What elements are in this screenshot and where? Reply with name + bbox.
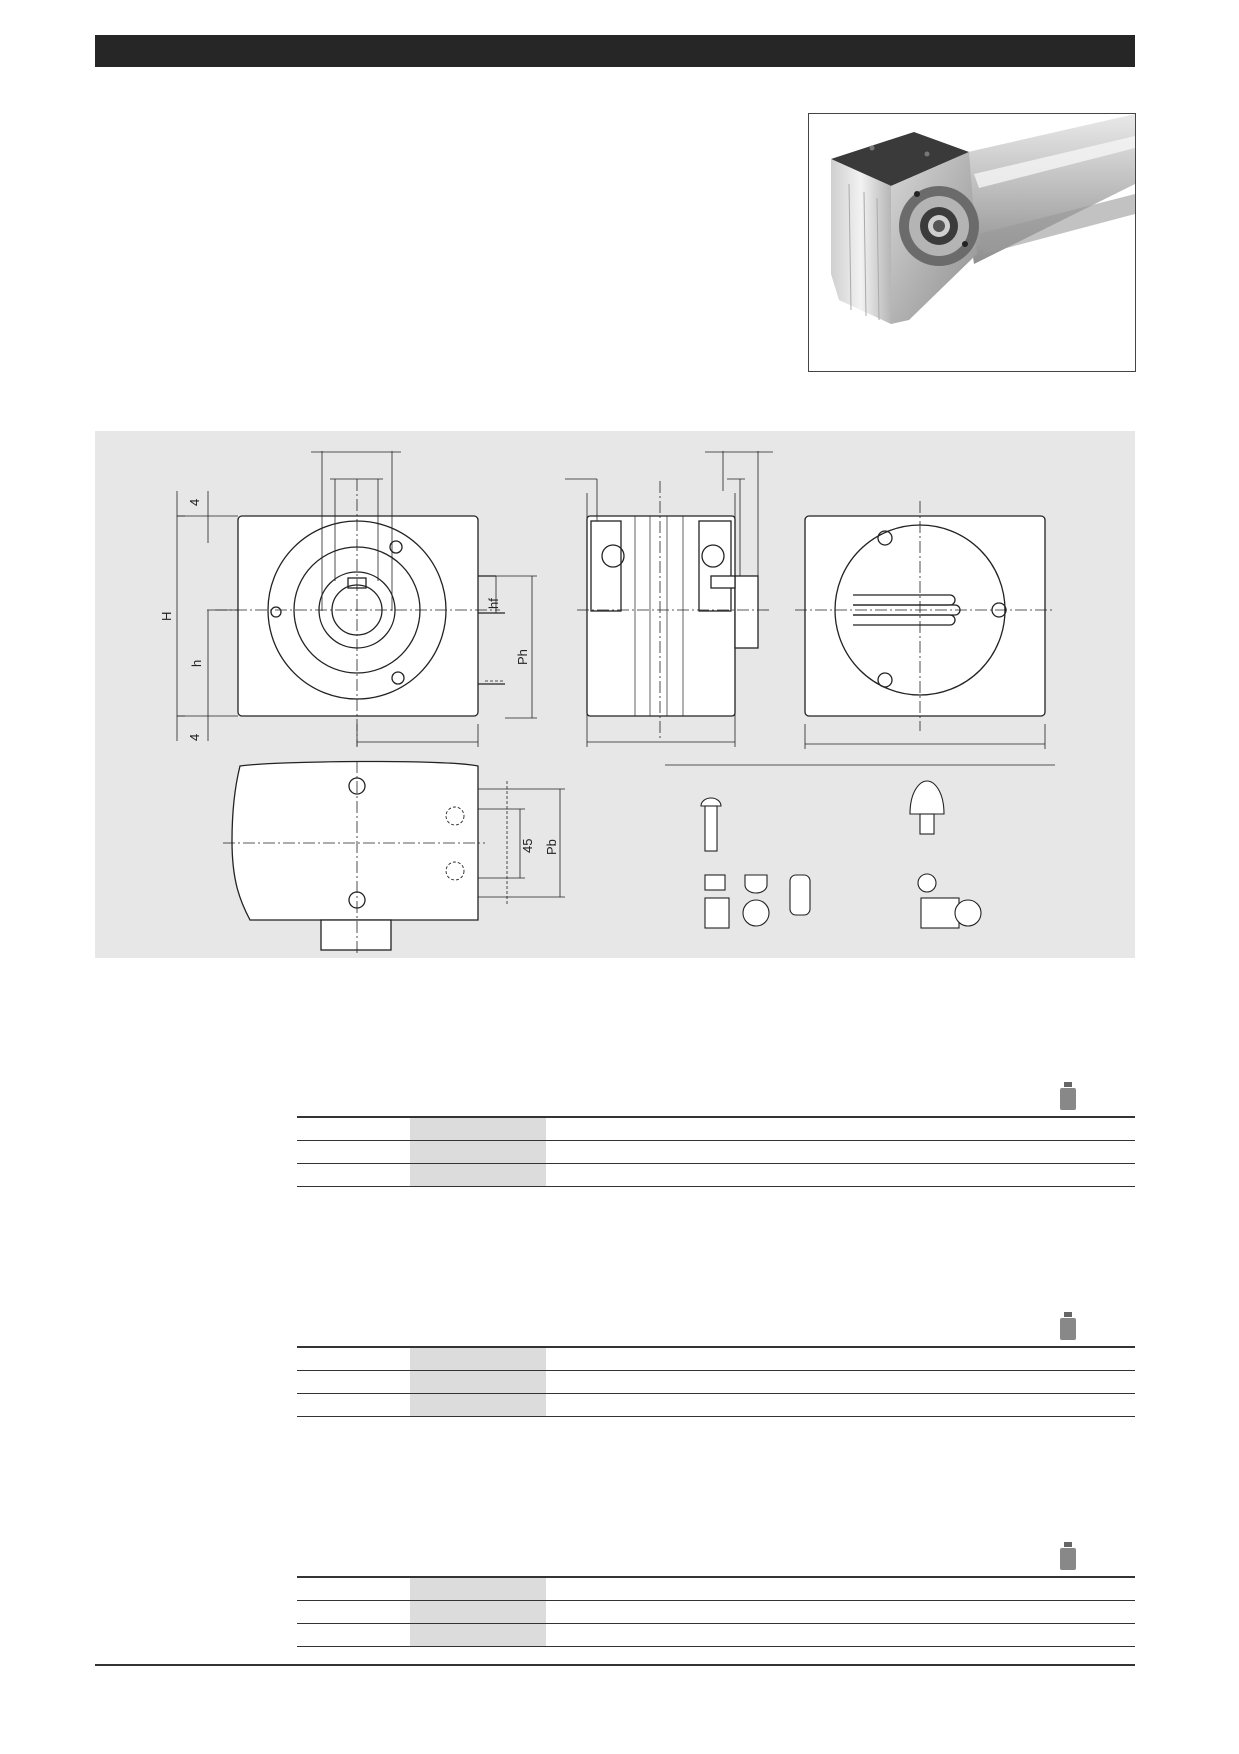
product-photo	[808, 113, 1136, 372]
dim-shaft-height: h	[189, 660, 204, 667]
table-row-rule	[297, 1393, 1135, 1394]
table-row-rule	[297, 1623, 1135, 1624]
dimension-drawing: 4 4 H h hf Ph 45 Pb	[159, 451, 1055, 956]
table-top-rule	[297, 1346, 1135, 1348]
fastener-set-2	[909, 780, 982, 929]
actuator-end-block-photo-icon	[809, 114, 1135, 371]
weight-icon	[1060, 1542, 1076, 1570]
fastener-set-1	[700, 797, 811, 929]
table-top-rule	[297, 1576, 1135, 1578]
dim-total-height: H	[159, 612, 174, 621]
technical-drawing: 4 4 H h hf Ph 45 Pb	[95, 431, 1135, 958]
table-top-rule	[297, 1116, 1135, 1118]
table-highlight-column	[410, 1348, 546, 1416]
spec-table-2	[297, 1346, 1135, 1417]
weight-icon	[1060, 1082, 1076, 1110]
dim-top-margin: 4	[187, 499, 202, 506]
table-row-rule	[297, 1140, 1135, 1141]
spec-table-3	[297, 1576, 1135, 1647]
table-bottom-rule	[297, 1416, 1135, 1417]
table-bottom-rule	[297, 1646, 1135, 1647]
dim-feather-key-height: hf	[486, 598, 501, 609]
dim-hole-spacing: 45	[520, 839, 535, 853]
table-highlight-column	[410, 1118, 546, 1186]
dim-bottom-margin: 4	[187, 734, 202, 741]
spec-table-1	[297, 1116, 1135, 1187]
table-row-rule	[297, 1600, 1135, 1601]
table-highlight-column	[410, 1578, 546, 1646]
weight-icon	[1060, 1312, 1076, 1340]
table-row-rule	[297, 1163, 1135, 1164]
footer-rule	[95, 1664, 1135, 1666]
top-view-body	[231, 760, 479, 921]
dim-mount-height: Ph	[515, 649, 530, 665]
table-bottom-rule	[297, 1186, 1135, 1187]
dim-mount-width: Pb	[544, 839, 559, 855]
header-bar	[95, 35, 1135, 67]
table-row-rule	[297, 1370, 1135, 1371]
